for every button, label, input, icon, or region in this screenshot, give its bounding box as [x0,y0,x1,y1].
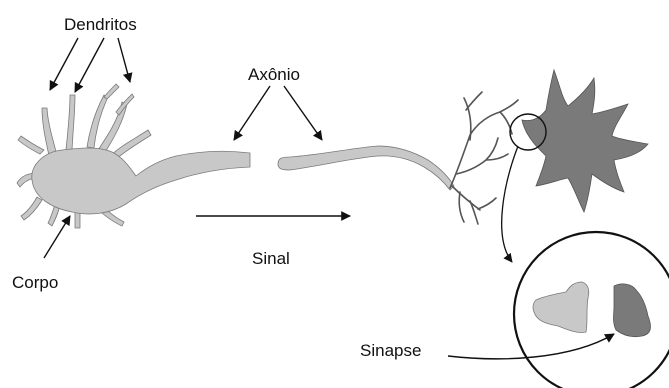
postsynaptic-terminal [614,284,651,337]
dendrites-label: Dendritos [64,15,137,34]
zoom-connector [502,146,518,262]
neuron-right [522,70,648,212]
axon-label: Axônio [248,65,300,84]
synapse-arrow [448,334,614,359]
cell-body-left [32,148,250,214]
synapse-label: Sinapse [360,341,421,360]
body-label: Corpo [12,273,58,292]
dendrites-arrow-1 [50,38,78,90]
axon-arrow-left [234,86,270,140]
axon-segment-right [278,146,454,190]
axon-distal [278,92,518,224]
neuron-left [17,84,250,228]
presynaptic-terminal [533,282,589,333]
axon-arrow-right [284,86,322,140]
axon-terminals [450,92,518,224]
synapse-magnified [514,232,669,388]
dendrites-arrow-2 [75,38,104,92]
dendrites-arrow-3 [118,38,130,82]
signal-label: Sinal [252,249,290,268]
